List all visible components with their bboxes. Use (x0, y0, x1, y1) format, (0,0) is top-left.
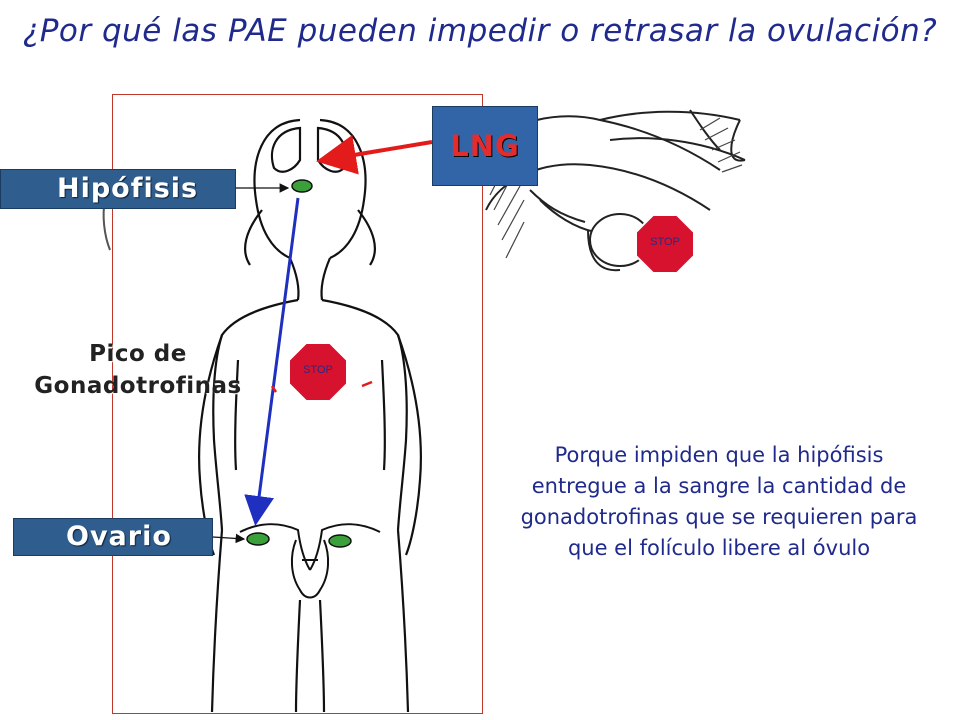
ovario-pointer (212, 533, 246, 544)
ovary-left (246, 532, 270, 546)
stop-text-ovary: STOP (650, 236, 680, 248)
red-dash-left (270, 385, 278, 393)
gonadotropin-arrow (244, 197, 300, 526)
lng-label: LNG (432, 106, 538, 186)
ovario-label: Ovario (13, 518, 213, 556)
diagram-frame (112, 94, 483, 714)
lng-arrow (316, 135, 433, 175)
stop-text-center: STOP (303, 364, 333, 376)
hipofisis-label: Hipófisis (0, 169, 236, 209)
pituitary-gland (291, 179, 313, 193)
red-dash-right (361, 380, 373, 388)
stop-sign-center (288, 342, 348, 402)
slide-title: ¿Por qué las PAE pueden impedir o retras… (22, 13, 938, 49)
pico-line-1: Pico de (89, 341, 187, 367)
lng-text: LNG (450, 129, 520, 163)
stop-sign-ovary (635, 214, 695, 274)
explanation-text: Porque impiden que la hipófisis entregue… (520, 443, 918, 560)
uterus-small (239, 523, 381, 599)
uterus-large (485, 109, 746, 272)
gonadotropin-peak-label: Pico de Gonadotrofinas (6, 338, 270, 402)
ovary-right (328, 534, 352, 548)
pico-line-2: Gonadotrofinas (34, 373, 242, 399)
body-outline (198, 118, 422, 713)
